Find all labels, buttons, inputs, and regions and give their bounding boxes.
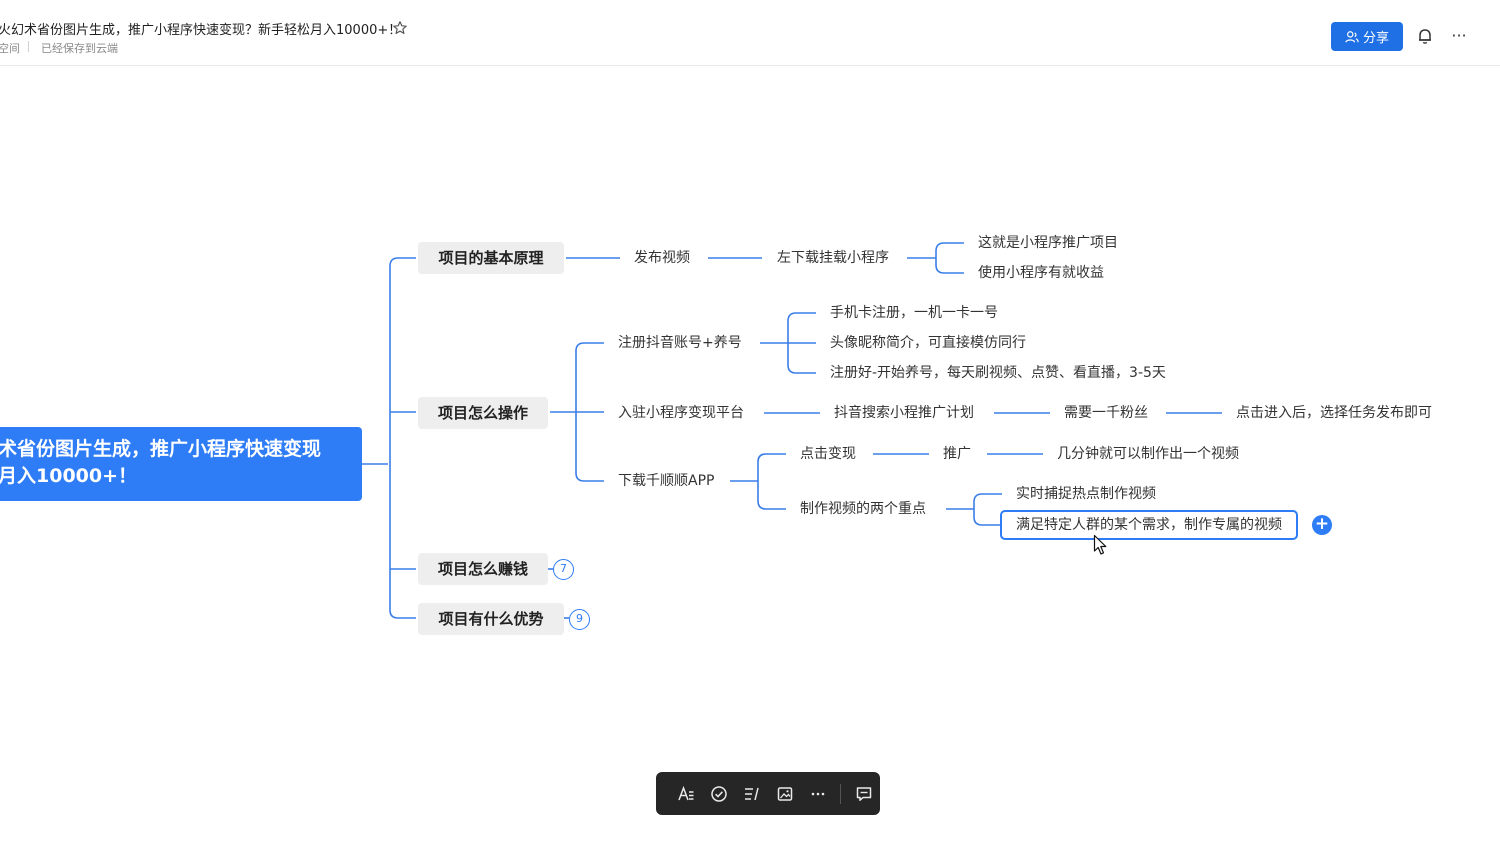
share-button-label: 分享 bbox=[1362, 31, 1389, 46]
share-button[interactable]: 分享 bbox=[1331, 22, 1403, 51]
document-title[interactable]: 火幻术省份图片生成，推广小程序快速变现？新手轻松月入10000+！ bbox=[0, 23, 402, 38]
node-register-account[interactable]: 注册抖音账号+养号 bbox=[618, 335, 742, 351]
node-register-item[interactable]: 头像昵称简介，可直接模仿同行 bbox=[830, 335, 1026, 351]
collapsed-count-badge[interactable]: 9 bbox=[569, 609, 590, 630]
root-title-line-1: 术省份图片生成，推广小程序快速变现 bbox=[0, 438, 322, 460]
node-mount-mini-program[interactable]: 左下载挂载小程序 bbox=[777, 250, 889, 266]
comment-icon[interactable] bbox=[847, 779, 880, 809]
node-specific-needs-selected[interactable]: 满足特定人群的某个需求，制作专属的视频 bbox=[1000, 510, 1298, 540]
node-join-platform[interactable]: 入驻小程序变现平台 bbox=[618, 405, 744, 421]
mouse-cursor-icon bbox=[1093, 534, 1107, 555]
node-mini-program-promotion[interactable]: 这就是小程序推广项目 bbox=[978, 235, 1118, 251]
user-add-icon bbox=[1345, 30, 1359, 43]
node-download-app[interactable]: 下载千顺顺APP bbox=[618, 473, 715, 489]
list-icon[interactable] bbox=[735, 779, 768, 809]
node-publish-video[interactable]: 发布视频 bbox=[634, 250, 690, 266]
node-trending-topics[interactable]: 实时捕捉热点制作视频 bbox=[1016, 486, 1156, 502]
topic-advantages[interactable]: 项目有什么优势 bbox=[418, 603, 564, 635]
node-click-monetize[interactable]: 点击变现 bbox=[800, 446, 856, 462]
star-icon[interactable] bbox=[392, 20, 408, 36]
root-title-line-2: 月入10000+！ bbox=[0, 465, 138, 487]
check-circle-icon[interactable] bbox=[702, 779, 735, 809]
node-earn-with-mini-program[interactable]: 使用小程序有就收益 bbox=[978, 265, 1104, 281]
topic-how-to-earn[interactable]: 项目怎么赚钱 bbox=[418, 553, 548, 585]
node-promote[interactable]: 推广 bbox=[943, 446, 971, 462]
breadcrumb-space[interactable]: 空间 bbox=[0, 42, 20, 55]
add-child-node-button[interactable]: + bbox=[1312, 515, 1332, 535]
topic-how-to-operate[interactable]: 项目怎么操作 bbox=[418, 397, 548, 429]
node-two-key-points[interactable]: 制作视频的两个重点 bbox=[800, 501, 926, 517]
node-register-item[interactable]: 手机卡注册，一机一卡一号 bbox=[830, 305, 998, 321]
top-header: 火幻术省份图片生成，推广小程序快速变现？新手轻松月入10000+！ 空间 已经保… bbox=[0, 0, 1500, 66]
floating-format-toolbar bbox=[656, 772, 880, 815]
node-register-item[interactable]: 注册好-开始养号，每天刷视频、点赞、看直播，3-5天 bbox=[830, 365, 1166, 381]
mindmap-root-node[interactable]: 术省份图片生成，推广小程序快速变现 月入10000+！ bbox=[0, 427, 362, 501]
save-status: 已经保存到云端 bbox=[41, 42, 118, 55]
node-thousand-fans[interactable]: 需要一千粉丝 bbox=[1064, 405, 1148, 421]
toolbar-divider bbox=[840, 783, 841, 804]
breadcrumb-divider bbox=[28, 41, 29, 52]
more-icon[interactable] bbox=[801, 779, 834, 809]
more-options-icon[interactable]: ··· bbox=[1451, 26, 1467, 45]
bell-icon[interactable] bbox=[1416, 27, 1434, 45]
text-style-icon[interactable] bbox=[669, 779, 702, 809]
image-icon[interactable] bbox=[768, 779, 801, 809]
node-minutes-video[interactable]: 几分钟就可以制作出一个视频 bbox=[1057, 446, 1239, 462]
topic-basic-principle[interactable]: 项目的基本原理 bbox=[418, 242, 564, 274]
node-select-task[interactable]: 点击进入后，选择任务发布即可 bbox=[1236, 405, 1432, 421]
node-search-plan[interactable]: 抖音搜索小程推广计划 bbox=[834, 405, 974, 421]
collapsed-count-badge[interactable]: 7 bbox=[553, 559, 574, 580]
